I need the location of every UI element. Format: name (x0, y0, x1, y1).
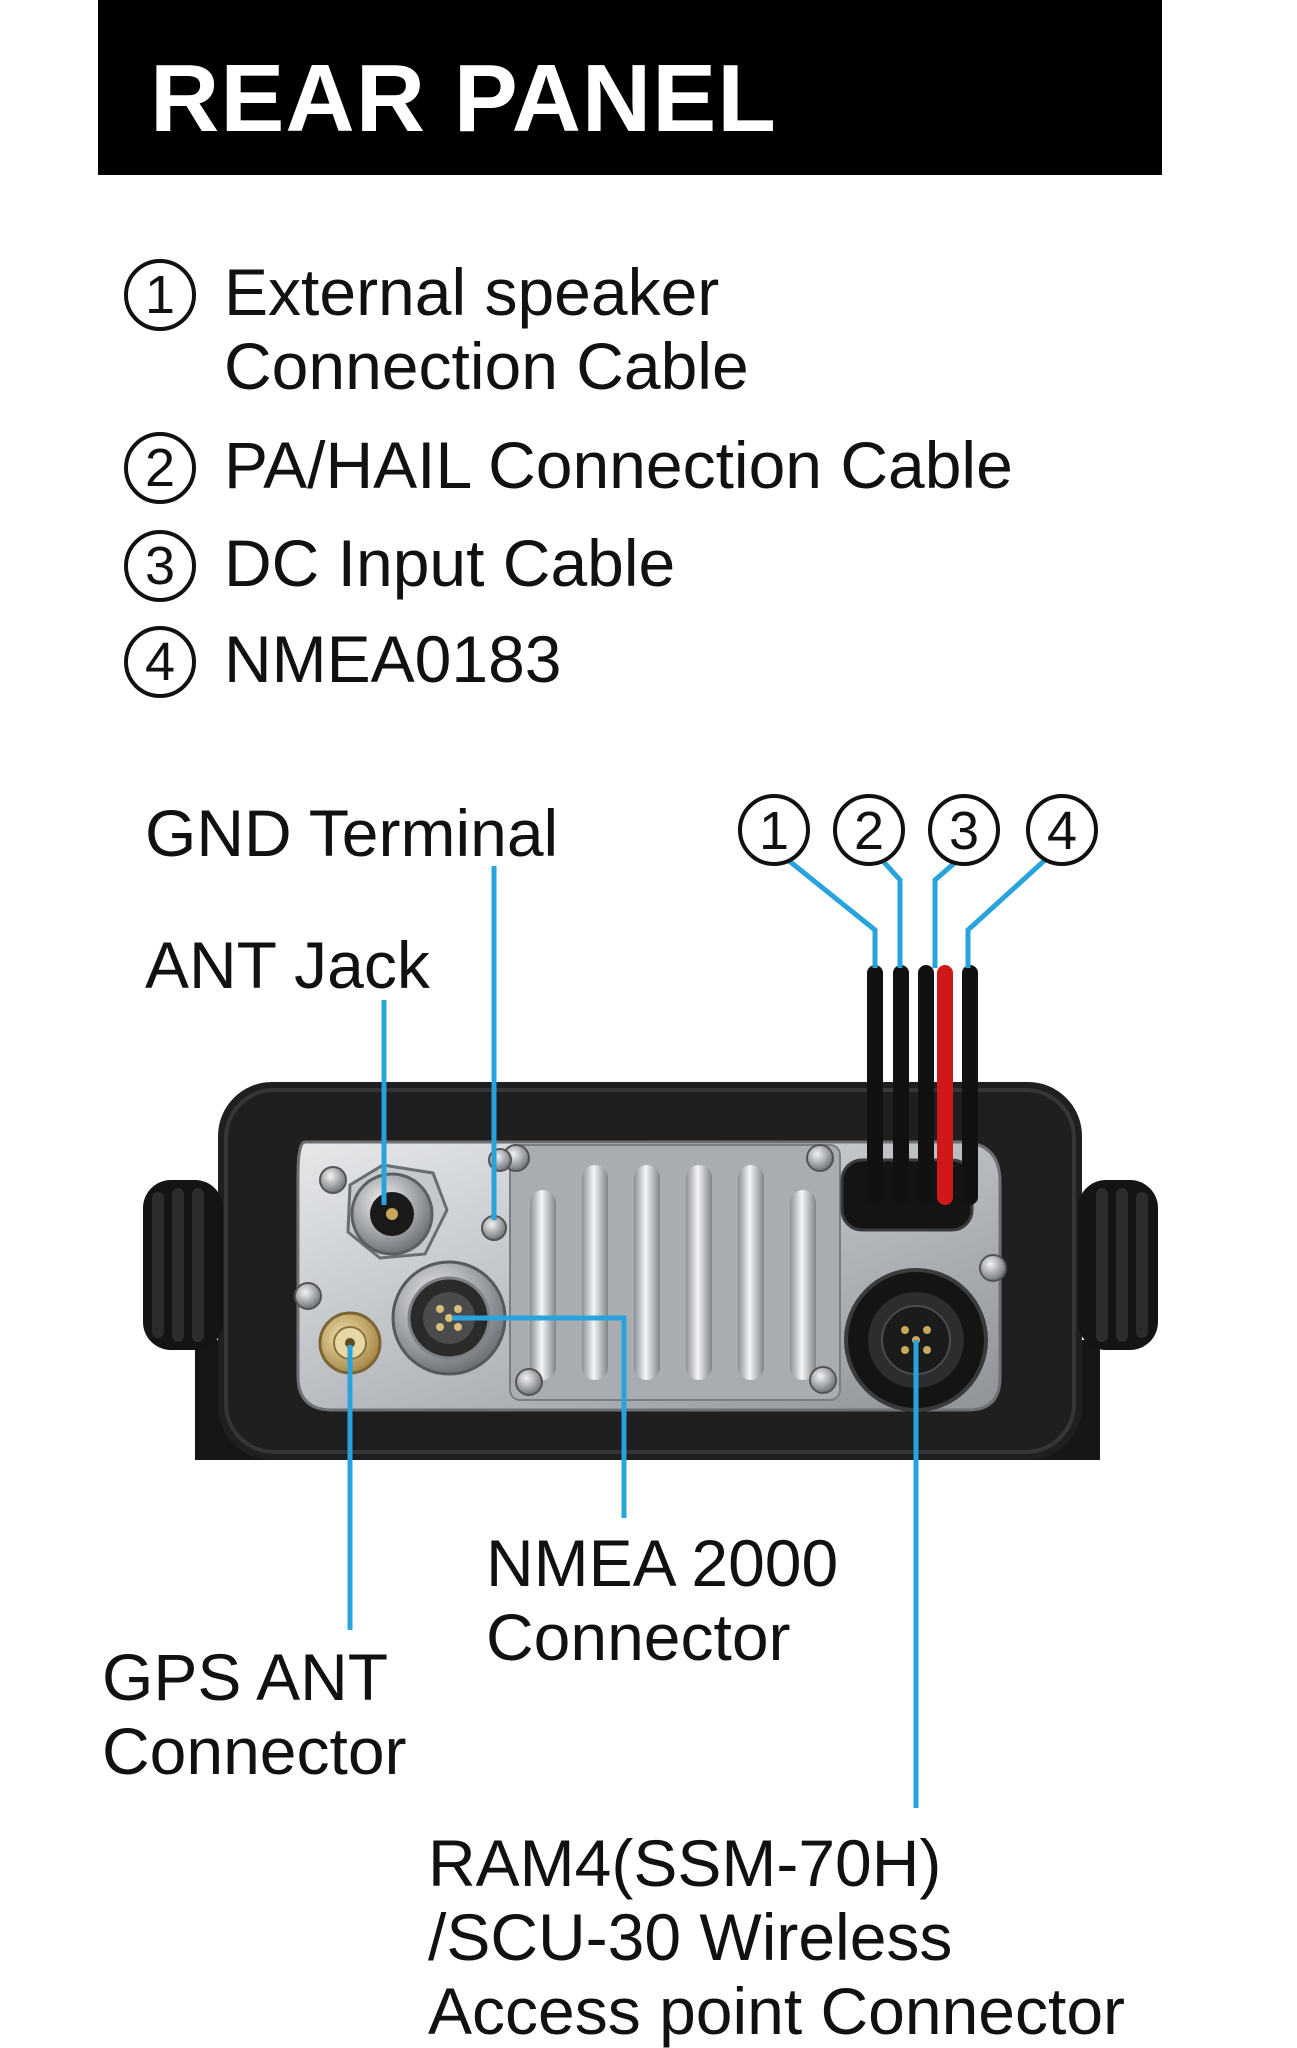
legend-number-2: 2 (124, 432, 196, 504)
callout-gps-ant-line-2: Connector (102, 1714, 407, 1788)
cable-2-pa-hail (893, 965, 909, 1205)
screw-icon (979, 1254, 1007, 1282)
legend-text-1: External speaker Connection Cable (224, 255, 749, 403)
legend-text-1-line-2: Connection Cable (224, 329, 749, 403)
callout-nmea2000-line-1: NMEA 2000 (486, 1526, 839, 1600)
legend-text-4: NMEA0183 (224, 622, 562, 696)
legend-number-1: 1 (124, 259, 196, 331)
right-knob (1078, 1180, 1158, 1350)
callout-gps-ant: GPS ANT Connector (102, 1640, 407, 1788)
legend-text-3-line-1: DC Input Cable (224, 526, 676, 600)
callout-ant-jack: ANT Jack (145, 928, 430, 1002)
cable-3-dc-input-black (918, 965, 934, 1205)
callout-ram4-line-3: Access point Connector (428, 1974, 1126, 2048)
screw-icon (809, 1366, 837, 1394)
cable-1-external-speaker (867, 965, 883, 1205)
legend-number-3: 3 (124, 530, 196, 602)
leader-line-nmea2000 (452, 1315, 627, 1518)
cable-marker-1-label: 1 (759, 801, 789, 861)
page-title: REAR PANEL (150, 45, 777, 152)
callout-gps-ant-line-1: GPS ANT (102, 1640, 389, 1714)
legend-text-2: PA/HAIL Connection Cable (224, 428, 1013, 502)
header-bar (98, 0, 1162, 175)
heat-sink-fin (582, 1165, 608, 1380)
cable-3-dc-input-red (937, 965, 953, 1205)
screw-icon (515, 1368, 543, 1396)
legend-item-4: 4 NMEA0183 (124, 622, 562, 698)
cable-markers: 1 2 3 4 (738, 794, 1098, 866)
screws (294, 1144, 1007, 1396)
callout-ram4-line-2: /SCU-30 Wireless (428, 1900, 953, 1974)
callout-ram4: RAM4(SSM-70H) /SCU-30 Wireless Access po… (428, 1826, 1125, 2048)
cable-marker-3 (928, 794, 1000, 866)
callout-ram4-line-1: RAM4(SSM-70H) (428, 1826, 942, 1900)
callout-ant-jack-line-1: ANT Jack (145, 928, 430, 1002)
cable-marker-4 (1026, 794, 1098, 866)
leader-line-cable-4 (965, 858, 1047, 968)
heat-sink-fin (530, 1190, 556, 1380)
callout-gnd-terminal-line-1: GND Terminal (145, 796, 559, 870)
legend-text-1-line-1: External speaker (224, 255, 720, 329)
cable-marker-2-label: 2 (854, 801, 884, 861)
cable-4-nmea0183 (962, 965, 978, 1205)
nmea2000-connector (391, 1260, 507, 1376)
heat-sink-fin (738, 1165, 764, 1380)
leader-line-cable-1 (786, 858, 878, 968)
heat-sink-fin (634, 1165, 660, 1380)
screw-icon (806, 1144, 834, 1172)
legend-text-4-line-1: NMEA0183 (224, 622, 562, 696)
callout-gnd-terminal: GND Terminal (145, 796, 558, 870)
legend-text-2-line-1: PA/HAIL Connection Cable (224, 428, 1013, 502)
leader-line-cable-2 (880, 858, 903, 968)
cable-marker-2 (833, 794, 905, 866)
leader-lines (347, 858, 1047, 1808)
radio-housing-edge (224, 1088, 1076, 1454)
callout-nmea2000-line-2: Connector (486, 1600, 791, 1674)
legend-text-3: DC Input Cable (224, 526, 675, 600)
cable-marker-4-label: 4 (1047, 801, 1077, 861)
cable-marker-1 (738, 794, 810, 866)
cable-bundle (840, 965, 978, 1232)
callout-nmea2000: NMEA 2000 Connector (486, 1526, 838, 1674)
legend-item-1: 1 External speaker Connection Cable (124, 255, 749, 403)
cable-marker-3-label: 3 (949, 801, 979, 861)
heat-sink (509, 1144, 841, 1401)
heat-sink-fin (790, 1190, 816, 1380)
leader-line-cable-3 (932, 858, 960, 968)
legend-item-3: 3 DC Input Cable (124, 526, 675, 602)
heat-sink-fin (686, 1165, 712, 1380)
ant-jack (346, 1163, 449, 1260)
left-knob (143, 1180, 223, 1350)
screw-icon (294, 1282, 322, 1310)
screw-icon (319, 1166, 347, 1194)
legend-item-2: 2 PA/HAIL Connection Cable (124, 428, 1013, 504)
legend-number-4: 4 (124, 626, 196, 698)
